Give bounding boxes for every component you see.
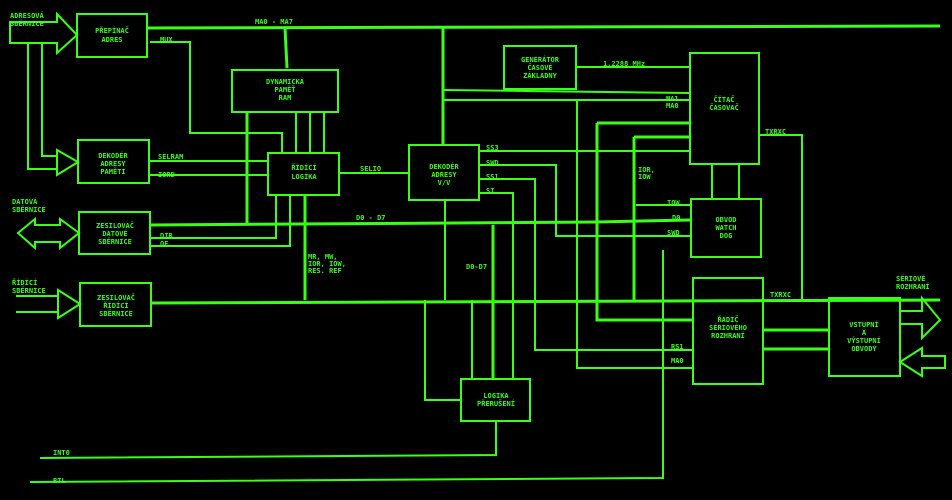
block-ridici-logika: ŘÍDÍCÍ LOGIKA <box>267 152 340 196</box>
signal-label: IOW <box>667 199 680 207</box>
bus-label-adresova-2: SBĚRNICE <box>10 19 44 28</box>
bus-label-ridici-2: SBĚRNICE <box>12 286 46 295</box>
signal-label: PAMĚŤ <box>274 85 295 94</box>
signal-label: ROZHRANÍ <box>711 331 745 340</box>
block-zesilovac-ridici: ZESILOVAČ ŘÍDÍCÍ SBĚRNICE <box>79 282 152 327</box>
signal-label: RTL <box>53 477 66 485</box>
signal-label: IOR, IOW, <box>308 260 346 268</box>
block-citac: ČÍTAČ ČASOVAČ <box>689 52 760 165</box>
block-radic-serial: ŘADIČ SÉRIOVÉHO ROZHRANÍ <box>692 277 764 385</box>
signal-label: MA0 - MA7 <box>255 18 293 26</box>
block-dekoder-vv: DEKODÉR ADRESY V/V <box>408 144 480 201</box>
signal-label: IORD <box>158 171 175 179</box>
signal-label: DEKODÉR <box>429 162 459 171</box>
signal-label: GENERÁTOR <box>521 55 560 64</box>
bus-label-seriove: SÉRIOVÉ <box>896 274 926 283</box>
signal-label: SÉRIOVÉHO <box>709 323 747 332</box>
signal-label: PŘEPÍNAČ <box>95 26 129 35</box>
signal-label: MA0 <box>671 357 684 365</box>
signal-label: ADRESY <box>100 160 126 168</box>
signal-label: DYNAMICKÁ <box>266 77 305 86</box>
bus-label-ridici: ŘÍDÍCÍ <box>12 278 37 287</box>
signal-label: OE <box>160 240 168 248</box>
signal-label: ŘÍDÍCÍ <box>103 301 128 310</box>
signal-label: ČÍTAČ <box>713 95 734 104</box>
signal-label: RAM <box>279 94 292 102</box>
signal-label: OBVODY <box>851 345 877 353</box>
block-logika-preruseni: LOGIKA PŘERUŠENÍ <box>460 378 531 422</box>
signal-label: ČASOVÉ <box>527 63 552 72</box>
signal-label: RES. REF <box>308 267 342 275</box>
block-prepinac-adres: PŘEPÍNAČ ADRES <box>76 13 148 58</box>
signal-label: DEKODÉR <box>98 151 128 160</box>
signal-label: DOG <box>720 232 733 240</box>
signal-label: SWD <box>486 159 499 167</box>
signal-label: ZESILOVAČ <box>96 221 134 230</box>
signal-label: RS1 <box>671 343 684 351</box>
signal-label: SBĚRNICE <box>98 237 132 246</box>
block-generator: GENERÁTOR ČASOVÉ ZÁKLADNY <box>503 45 577 90</box>
signal-label: WATCH <box>715 224 736 232</box>
bus-label-datova-2: SBĚRNICE <box>12 205 46 214</box>
signal-label: DATOVÉ <box>102 229 127 238</box>
bus-label-adresova: ADRESOVÁ <box>10 11 45 20</box>
signal-label: OBVOD <box>715 216 736 224</box>
signal-label: D0 - D7 <box>356 214 386 222</box>
signal-label: ADRESY <box>431 171 457 179</box>
signal-label: SELIO <box>360 165 381 173</box>
signal-label: ADRES <box>101 36 122 44</box>
signal-label: MA0 <box>666 102 679 110</box>
block-ram: DYNAMICKÁ PAMĚŤ RAM <box>231 69 339 113</box>
signal-label: LOGIKA <box>291 173 317 181</box>
connections <box>9 11 946 483</box>
signal-label: V/V <box>438 179 451 187</box>
signal-label: SS3 <box>486 144 499 152</box>
signal-label: SELRAM <box>158 153 183 161</box>
signal-label: MR, MW, <box>308 253 338 261</box>
signal-label: SWD <box>667 229 680 237</box>
signal-label: PŘERUŠENÍ <box>477 399 515 408</box>
signal-label: LOGIKA <box>483 392 509 400</box>
signal-label: PAMĚTI <box>100 167 125 176</box>
signal-label: TXRXC <box>770 291 791 299</box>
signal-label: ZÁKLADNY <box>523 71 558 80</box>
block-vstupni-vystupni: VSTUPNÍ A VÝSTUPNÍ OBVODY <box>828 297 901 377</box>
signal-label: TXRXC <box>765 128 786 136</box>
signal-label: SI <box>486 187 494 195</box>
signal-label: D0 <box>672 214 680 222</box>
signal-label: ZESILOVAČ <box>97 293 135 302</box>
block-dekoder-pameti: DEKODÉR ADRESY PAMĚTI <box>77 139 150 184</box>
signal-label: A <box>862 329 867 337</box>
signal-label: IOR, <box>638 166 655 174</box>
signal-label: DIR <box>160 232 173 240</box>
block-zesilovac-dat: ZESILOVAČ DATOVÉ SBĚRNICE <box>78 211 151 255</box>
signal-label: SBĚRNICE <box>99 309 133 318</box>
signal-label: VSTUPNÍ <box>849 320 879 329</box>
signal-label: IOW <box>638 173 651 181</box>
signal-label: ŘÍDÍCÍ <box>291 163 316 172</box>
signal-label: MUX <box>160 36 173 44</box>
signal-label: VÝSTUPNÍ <box>847 336 881 345</box>
data-bus-arrow <box>16 216 81 251</box>
signal-label: D0-D7 <box>466 263 487 271</box>
signal-label: SS1 <box>486 173 499 181</box>
signal-label: ČASOVAČ <box>709 103 739 112</box>
signal-label: INT0 <box>53 449 70 457</box>
bus-label-seriove-2: ROZHRANÍ <box>896 282 930 291</box>
bus-label-datova: DATOVÁ <box>12 197 38 206</box>
signal-labels: MA0 - MA7 MUX SELRAM IORD SELIO DIR OE D… <box>53 18 791 485</box>
signal-label: MA1 <box>666 95 679 103</box>
signal-label: 1,2288 MHz <box>603 60 645 68</box>
block-watchdog: OBVOD WATCH DOG <box>690 198 762 258</box>
signal-label: ŘADIČ <box>717 315 738 324</box>
